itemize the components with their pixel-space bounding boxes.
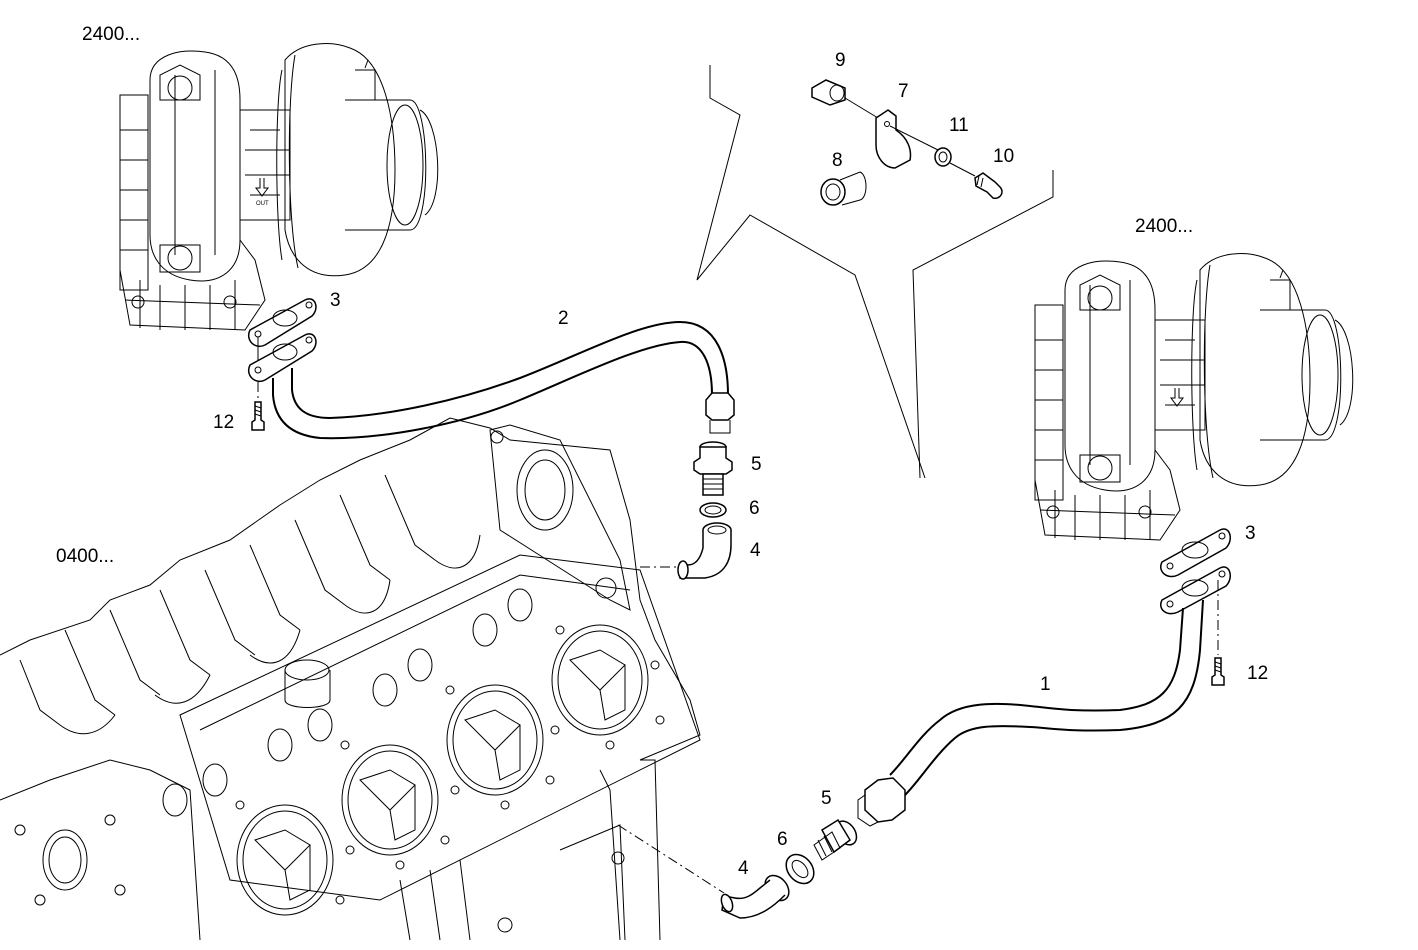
ref-label-engine-block[interactable]: 0400... xyxy=(56,546,115,567)
right-gasket-3 xyxy=(1160,528,1231,578)
right-adapter-5 xyxy=(813,818,858,861)
left-elbow-4 xyxy=(677,522,732,580)
callout-clip-sleeve[interactable]: 8 xyxy=(832,150,843,171)
left-seal-6 xyxy=(699,502,727,518)
callout-left-adapter[interactable]: 5 xyxy=(751,454,762,475)
callout-clip-bolt[interactable]: 10 xyxy=(993,146,1015,167)
left-gasket-3 xyxy=(248,298,317,347)
left-pipe-flange xyxy=(248,333,317,382)
left-screw-12 xyxy=(251,401,265,431)
callout-right-screw[interactable]: 12 xyxy=(1247,663,1269,684)
sleeve-8 xyxy=(820,171,867,206)
callout-right-elbow[interactable]: 4 xyxy=(738,858,749,879)
right-oil-pipe-1 xyxy=(857,599,1204,827)
left-oil-pipe-2 xyxy=(272,320,735,440)
detail-leader-lines xyxy=(696,65,1054,479)
callout-left-gasket[interactable]: 3 xyxy=(330,290,341,311)
callout-clip-spacer[interactable]: 9 xyxy=(835,50,846,71)
out-marking: OUT xyxy=(256,201,269,207)
spacer-9 xyxy=(811,79,846,106)
callout-left-screw[interactable]: 12 xyxy=(213,412,235,433)
clip-group xyxy=(811,79,1003,206)
callout-left-elbow[interactable]: 4 xyxy=(750,540,761,561)
head-bolt-holes xyxy=(235,625,665,905)
callout-right-gasket[interactable]: 3 xyxy=(1245,523,1256,544)
callout-left-seal[interactable]: 6 xyxy=(749,498,760,519)
bolt-10 xyxy=(974,172,1003,200)
ref-label-left-turbo[interactable]: 2400... xyxy=(82,24,141,45)
callout-right-adapter[interactable]: 5 xyxy=(821,788,832,809)
ref-label-right-turbo[interactable]: 2400... xyxy=(1135,216,1194,237)
callout-right-pipe[interactable]: 1 xyxy=(1040,674,1051,695)
p-clip-7 xyxy=(875,109,912,169)
right-elbow-4 xyxy=(720,874,790,919)
left-turbocharger: OUT xyxy=(119,43,439,331)
callout-clip-bracket[interactable]: 7 xyxy=(898,81,909,102)
right-turbocharger xyxy=(1034,253,1354,541)
cylinder-bores xyxy=(236,624,649,916)
right-pipe-flange xyxy=(1160,566,1231,615)
callout-right-seal[interactable]: 6 xyxy=(777,829,788,850)
callout-left-pipe[interactable]: 2 xyxy=(558,308,569,329)
right-screw-12 xyxy=(1211,657,1225,686)
washer-11 xyxy=(934,147,952,167)
engine-block xyxy=(0,417,701,941)
callout-clip-washer[interactable]: 11 xyxy=(949,115,969,136)
right-seal-6 xyxy=(785,853,815,885)
left-adapter-5 xyxy=(693,441,733,496)
